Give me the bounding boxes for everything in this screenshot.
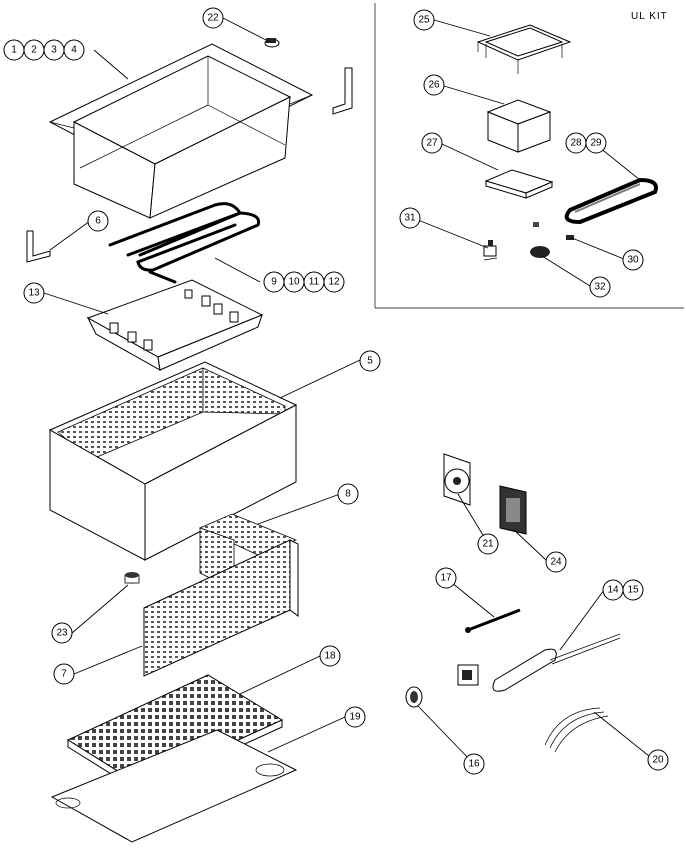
callout-6-label: 6 [95, 216, 101, 227]
ul-kit-frame [374, 3, 684, 309]
callout-4-label: 4 [71, 45, 77, 56]
callout-6: 6 [87, 210, 109, 232]
callout-21-label: 21 [482, 539, 494, 550]
callout-5: 5 [359, 350, 381, 372]
callout-14: 14 [602, 579, 624, 601]
callout-15-label: 15 [627, 585, 639, 596]
part-6-bracket [26, 230, 51, 263]
callout-30-label: 30 [627, 255, 639, 266]
part-22-fitting [264, 38, 280, 48]
callout-22-label: 22 [207, 13, 219, 24]
part-5-outer-box [48, 361, 298, 561]
callout-1: 1 [3, 39, 25, 61]
callout-10: 10 [283, 271, 305, 293]
callout-13: 13 [23, 282, 45, 304]
callout-17: 17 [435, 567, 457, 589]
part-23-cap [124, 572, 140, 584]
ul-kit-label: UL KIT [631, 11, 668, 22]
callout-23: 23 [51, 622, 73, 644]
callout-28: 28 [565, 132, 587, 154]
part-31-valve [483, 240, 498, 261]
callout-2: 2 [23, 39, 45, 61]
callout-31-label: 31 [404, 213, 416, 224]
callout-16-label: 16 [468, 759, 480, 770]
callout-25: 25 [413, 9, 435, 31]
part-28-heating-coil [564, 177, 658, 225]
part-20-cable [544, 707, 609, 753]
callout-25-label: 25 [418, 15, 430, 26]
callout-10-label: 10 [288, 277, 300, 288]
callout-3: 3 [43, 39, 65, 61]
part-15-switch-box [457, 664, 479, 686]
part-30-connector [566, 235, 574, 240]
callout-30: 30 [622, 249, 644, 271]
callout-18-label: 18 [324, 651, 336, 662]
well-pan [48, 43, 314, 219]
callout-12-label: 12 [328, 277, 340, 288]
part-21-thermostat-plate [443, 453, 471, 506]
part-9-heating-element [108, 202, 261, 284]
callout-24-label: 24 [550, 557, 562, 568]
callout-31: 31 [399, 207, 421, 229]
callout-7: 7 [53, 663, 75, 685]
part-25-cover [476, 24, 572, 74]
callout-3-label: 3 [51, 45, 57, 56]
part-16-knob [405, 686, 423, 708]
callout-8: 8 [337, 483, 359, 505]
callout-27: 27 [421, 132, 443, 154]
part-24-control-board [499, 485, 527, 535]
leader-lines [43, 17, 655, 763]
part-17-probe [465, 608, 521, 633]
callout-9: 9 [263, 271, 285, 293]
callout-29: 29 [585, 132, 607, 154]
callout-4: 4 [63, 39, 85, 61]
part-19-bottom-sheet [50, 729, 298, 843]
callout-13-label: 13 [28, 288, 40, 299]
callout-14-label: 14 [607, 585, 619, 596]
callout-22: 22 [202, 7, 224, 29]
callout-29-label: 29 [590, 138, 602, 149]
part-13-tray [86, 279, 264, 371]
callout-9-label: 9 [271, 277, 277, 288]
callout-27-label: 27 [426, 138, 438, 149]
callout-24: 24 [545, 551, 567, 573]
callout-5-label: 5 [367, 356, 373, 367]
callout-23-label: 23 [56, 628, 68, 639]
callout-12: 12 [323, 271, 345, 293]
callout-11-label: 11 [309, 277, 320, 288]
mounting-bracket-right [332, 67, 353, 115]
callout-32-label: 32 [594, 282, 606, 293]
callout-21: 21 [477, 533, 499, 555]
part-32-switch [530, 222, 550, 258]
callout-18: 18 [319, 645, 341, 667]
part-27-tray [484, 169, 554, 199]
part-7-perforated-panel [143, 539, 299, 677]
callout-15: 15 [622, 579, 644, 601]
callout-26-label: 26 [428, 80, 440, 91]
callout-17-label: 17 [440, 573, 452, 584]
callout-20: 20 [647, 749, 669, 771]
callout-1-label: 1 [11, 45, 17, 56]
callout-28-label: 28 [570, 138, 582, 149]
part-26-box [486, 99, 552, 153]
callout-19: 19 [344, 706, 366, 728]
callout-2-label: 2 [31, 45, 37, 56]
callout-20-label: 20 [652, 755, 664, 766]
callout-11: 11 [303, 271, 325, 293]
callout-16: 16 [463, 753, 485, 775]
part-14-heating-element [492, 633, 621, 692]
callout-26: 26 [423, 74, 445, 96]
callout-32: 32 [589, 276, 611, 298]
callout-8-label: 8 [345, 489, 351, 500]
callout-19-label: 19 [349, 712, 361, 723]
callout-7-label: 7 [61, 669, 67, 680]
